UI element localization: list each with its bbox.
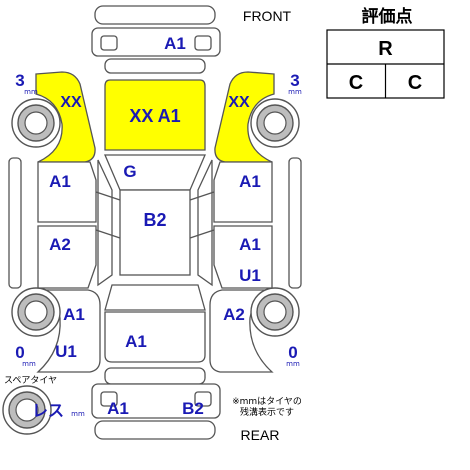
left-side-glass (97, 159, 113, 287)
left-rear-door (37, 225, 97, 289)
front-right-depth: 3 (290, 71, 299, 90)
right-rear-door (213, 225, 273, 289)
label-left-fender: XX (60, 94, 82, 111)
roof (119, 189, 191, 276)
front-right-tire (250, 98, 300, 148)
rear-right-tire (250, 287, 300, 337)
spare-tire-unit: mm (71, 410, 85, 418)
front-left-depth: 3 (15, 71, 24, 90)
rear-bumper (91, 367, 221, 440)
score-overall: R (378, 38, 393, 60)
label-trunk: A1 (125, 332, 147, 351)
front-left-depth-unit: mm (24, 88, 38, 96)
rear-left-depth: 0 (15, 343, 24, 362)
label-rear-bumper-left: A1 (107, 399, 129, 418)
left-rocker (8, 157, 22, 289)
left-pillar-marks (95, 191, 121, 239)
label-hood: XX A1 (129, 106, 180, 126)
rear-window (104, 284, 206, 311)
rear-left-depth-unit: mm (22, 360, 36, 368)
rear-label: REAR (241, 427, 280, 443)
spare-tire-label: スペアタイヤ (4, 375, 57, 386)
rear-left-tire (11, 287, 61, 337)
label-right-rear-fender: A2 (223, 305, 245, 324)
trunk-lid (104, 311, 206, 363)
right-side-glass (197, 159, 213, 287)
spare-tire-value: レス (32, 403, 64, 420)
label-rear-bumper-right: B2 (182, 399, 204, 418)
label-right-fender: XX (228, 94, 250, 111)
label-right-rear-door-1: A1 (239, 235, 261, 254)
windshield (104, 154, 206, 191)
label-right-rear-door-2: U1 (239, 266, 261, 285)
score-title: 評価点 (362, 6, 413, 26)
score-interior: C (349, 72, 363, 94)
right-pillar-marks (189, 191, 215, 239)
front-left-tire (11, 98, 61, 148)
score-table: 評価点 R C C (326, 6, 445, 99)
note-line-1: ※mmはタイヤの (232, 396, 302, 407)
hood-panel (104, 79, 206, 151)
label-windshield: G (123, 162, 136, 181)
right-front-door (213, 161, 273, 223)
left-front-door (37, 161, 97, 223)
label-left-front-door: A1 (49, 172, 71, 191)
label-roof: B2 (143, 210, 166, 230)
front-right-depth-unit: mm (288, 88, 302, 96)
label-left-rear-fender-2: U1 (55, 342, 77, 361)
label-left-rear-door: A2 (49, 235, 71, 254)
label-right-front-door: A1 (239, 172, 261, 191)
label-front-bumper: A1 (164, 34, 186, 53)
right-rocker (288, 157, 302, 289)
rear-right-depth-unit: mm (286, 360, 300, 368)
front-label: FRONT (243, 8, 292, 24)
score-exterior: C (408, 72, 422, 94)
label-left-rear-fender-1: A1 (63, 305, 85, 324)
note-line-2: 残溝表示です (240, 406, 294, 418)
front-bumper (91, 5, 221, 74)
rear-right-depth: 0 (288, 343, 297, 362)
spare-tire (2, 385, 52, 435)
